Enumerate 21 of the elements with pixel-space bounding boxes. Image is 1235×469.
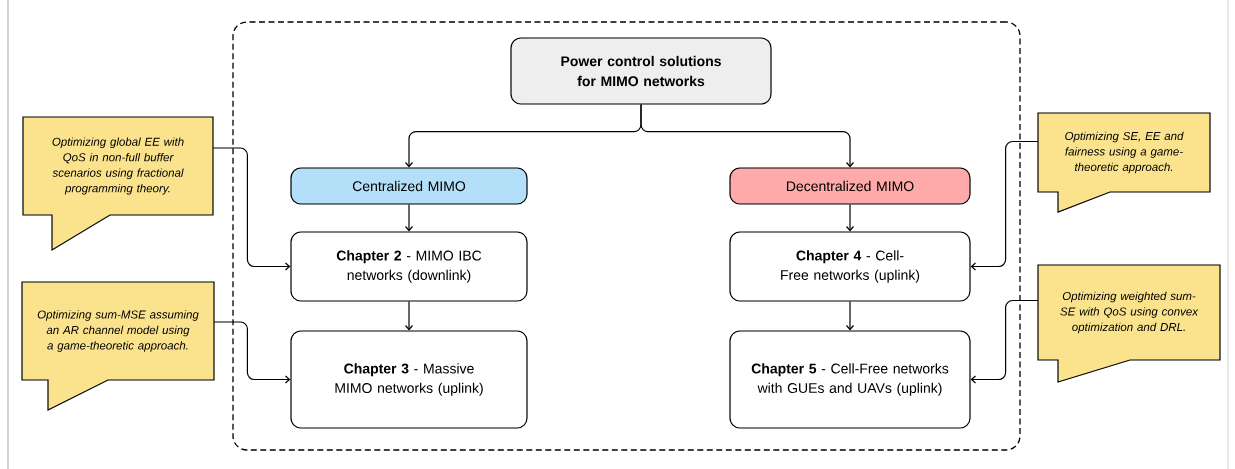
arrow (845, 204, 855, 232)
category-box: Decentralized MIMO (729, 167, 971, 205)
arrow (845, 301, 855, 331)
speech-callout: Optimizing weighted sum-SE with QoS using convex optimization and DRL. (1037, 264, 1221, 383)
chapter-box: Chapter 5 - Cell-Free networks with GUEs and UAVs (uplink) (729, 330, 971, 429)
arrow (970, 299, 1039, 384)
speech-callout: Optimizing sum-MSE assuming an AR channel model using a game-theoretic approach. (21, 281, 215, 411)
arrow (212, 147, 291, 271)
chapter-box: Chapter 3 - Massive MIMO networks (uplink) (290, 330, 528, 429)
category-box: Centralized MIMO (290, 167, 528, 205)
dashed-frame (232, 21, 1021, 451)
arrow (970, 140, 1039, 271)
arrow (404, 301, 414, 331)
chapter-box: Chapter 4 - Cell-Free networks (uplink) (729, 231, 971, 302)
speech-callout: Optimizing global EE with QoS in non-full buffer scenarios using fractional programming theory. (22, 116, 214, 252)
arrow (213, 321, 291, 384)
arrow (404, 204, 414, 232)
title-box: Power control solutions for MIMO networks (510, 37, 772, 105)
chapter-box: Chapter 2 - MIMO IBC networks (downlink) (290, 231, 528, 302)
speech-callout: Optimizing SE, EE and fairness using a game-theoretic approach. (1037, 112, 1211, 213)
arrow (640, 104, 855, 168)
